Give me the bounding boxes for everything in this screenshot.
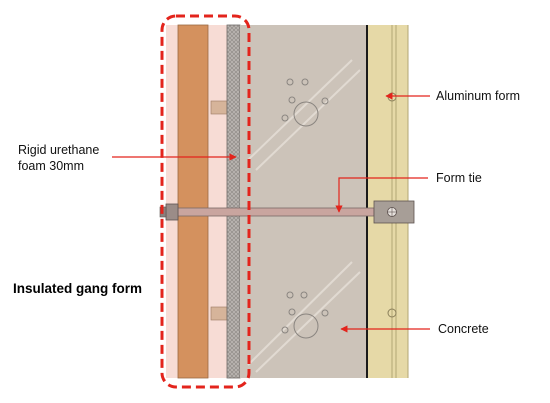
label-aluminum-form: Aluminum form — [436, 89, 520, 103]
plywood-board — [177, 24, 209, 379]
spacer-block-top — [210, 100, 228, 115]
rigid-foam-layer — [226, 24, 241, 379]
concrete-holes-bottom — [281, 291, 329, 339]
leader-arrows — [112, 92, 430, 333]
concrete-holes-top — [281, 78, 329, 127]
aluminum-hole-bottom — [387, 308, 397, 318]
insulated-gang-form-highlight — [160, 14, 251, 389]
arrow-form-tie — [335, 177, 428, 213]
label-insulated-gang-form: Insulated gang form — [13, 281, 142, 296]
concrete-diagonals — [247, 59, 361, 373]
label-concrete: Concrete — [438, 322, 489, 336]
label-rigid-foam-line2: foam 30mm — [18, 159, 84, 173]
spacer-block-bottom — [210, 306, 228, 321]
label-rigid-foam-line1: Rigid urethane — [18, 143, 99, 157]
form-tie-rod — [177, 207, 375, 217]
label-form-tie: Form tie — [436, 171, 482, 185]
form-tie-bolt-head — [165, 203, 179, 221]
